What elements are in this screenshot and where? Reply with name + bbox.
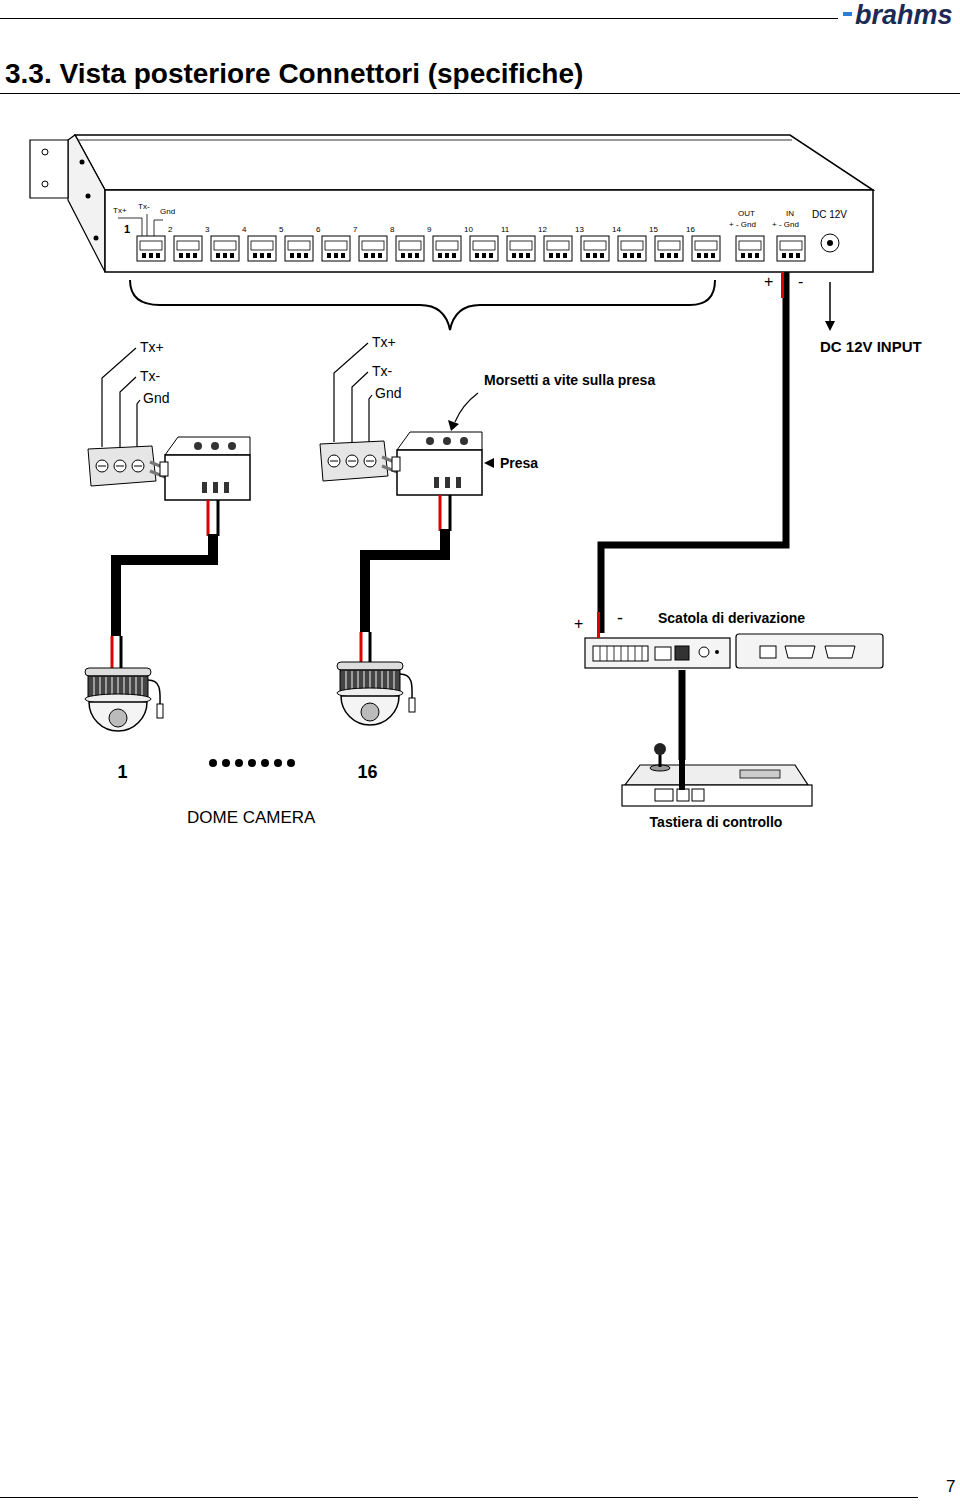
- pin-name: Gnd: [143, 391, 169, 405]
- port-number: 14: [612, 226, 621, 234]
- cable-connector: [679, 670, 686, 760]
- node-label: Scatola di derivazione: [658, 611, 805, 625]
- group-caption: DOME CAMERA: [187, 809, 315, 826]
- port-number: 12: [538, 226, 547, 234]
- node-label: 1: [75, 763, 170, 781]
- page-number: 7: [946, 1478, 955, 1495]
- port-number: 6: [316, 226, 320, 234]
- pin-name: Tx-: [372, 364, 392, 378]
- rear-panel: DC 12V: [105, 190, 873, 272]
- page-rules: [0, 12, 960, 1498]
- polarity-sign: +: [764, 274, 773, 290]
- bracket: [130, 280, 715, 330]
- red-wire: [597, 612, 600, 638]
- cable-end: [679, 760, 685, 790]
- brand-logo: brahms: [855, 2, 953, 29]
- camera-cables: [112, 495, 450, 668]
- port-number: 13: [575, 226, 584, 234]
- polarity-sign: -: [617, 609, 623, 627]
- control-keyboard: Tastiera di controllo: [620, 760, 812, 806]
- terminal-plugs: [88, 343, 494, 500]
- port-number: 16: [686, 226, 695, 234]
- pin-name: Tx+: [113, 207, 127, 215]
- cable-connector: [601, 272, 786, 633]
- callout-text: DC 12V INPUT: [820, 339, 922, 354]
- pin-name: Tx-: [138, 203, 150, 211]
- dome-camera-drawing: [85, 662, 415, 731]
- pin-name: Tx+: [140, 340, 164, 354]
- pin-name: Gnd: [375, 386, 401, 400]
- node-label: Tastiera di controllo: [620, 815, 812, 829]
- port-number: 1: [124, 224, 130, 235]
- keyboard-drawing: [622, 743, 812, 806]
- dome-camera: 16: [320, 656, 415, 781]
- port-number: 11: [501, 226, 509, 234]
- pin-name: Gnd: [160, 208, 175, 216]
- pin-name: + - Gnd: [729, 221, 756, 229]
- port-number: 2: [168, 226, 172, 234]
- port-number: 9: [427, 226, 431, 234]
- node-label: DC 12V: [812, 210, 847, 220]
- dome-camera: 1: [75, 660, 170, 785]
- port-number: 4: [242, 226, 246, 234]
- port-number: 10: [464, 226, 473, 234]
- red-wire: [781, 272, 784, 298]
- port-number: 7: [353, 226, 357, 234]
- pin-name: Tx+: [372, 335, 396, 349]
- page-title: 3.3. Vista posteriore Connettori (specif…: [5, 60, 583, 88]
- port-number: 5: [279, 226, 283, 234]
- junction-box: Scatola di derivazione: [585, 633, 883, 670]
- port-number: 8: [390, 226, 394, 234]
- pin-name: Tx-: [140, 369, 160, 383]
- callout-text: Morsetti a vite sulla presa: [484, 373, 655, 387]
- callout-text: Presa: [500, 456, 538, 470]
- polarity-sign: +: [574, 616, 583, 632]
- junction-box-drawing: [585, 634, 883, 668]
- node-label: 16: [320, 763, 415, 781]
- input-arrow: [825, 282, 835, 331]
- port-name: IN: [786, 210, 794, 218]
- port-name: OUT: [738, 210, 755, 218]
- polarity-sign: -: [798, 274, 803, 290]
- port-number: 15: [649, 226, 658, 234]
- pin-name: + - Gnd: [772, 221, 799, 229]
- rack-unit-drawing: [30, 135, 873, 272]
- ellipsis-dots: [209, 759, 295, 767]
- port-number: 3: [205, 226, 209, 234]
